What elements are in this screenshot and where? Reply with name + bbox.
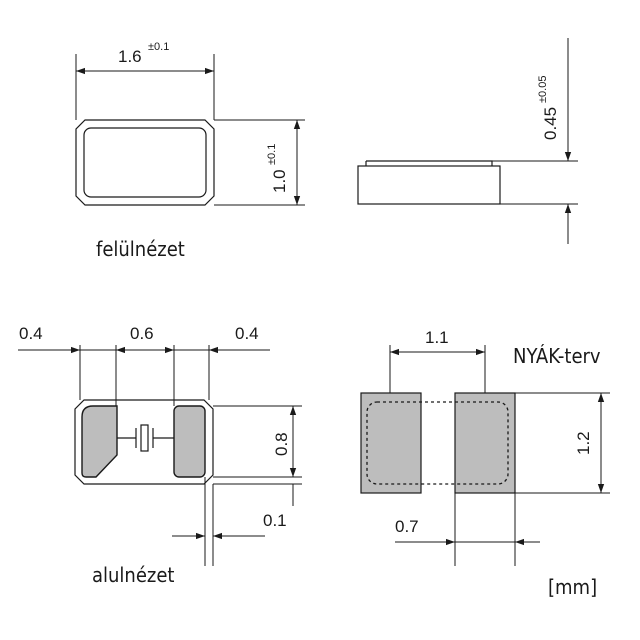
- bottom-view: 0.4 0.6 0.4 0.8 0.1 alulnézet: [18, 324, 302, 587]
- top-view: 1.6 ±0.1 1.0 ±0.1 felülnézet: [75, 41, 305, 261]
- units-label: [mm]: [548, 575, 597, 599]
- side-view-lid: [366, 160, 493, 166]
- top-view-label: felülnézet: [96, 237, 185, 261]
- side-thickness-value: 0.45: [541, 107, 560, 140]
- bottom-view-label: alulnézet: [92, 563, 174, 587]
- top-view-body-outline: [75, 119, 215, 206]
- pcb-height-value: 1.2: [574, 431, 593, 455]
- top-width-tolerance: ±0.1: [148, 41, 169, 53]
- bottom-right-pad: [173, 405, 206, 478]
- pcb-view-label: NYÁK-terv: [513, 344, 601, 368]
- side-view-body: [357, 165, 501, 205]
- side-thickness-tolerance: ±0.05: [537, 76, 549, 103]
- side-view: 0.45 ±0.05: [357, 38, 578, 244]
- bottom-right-margin-value: 0.4: [235, 324, 259, 343]
- bottom-left-pad: [81, 405, 118, 478]
- top-height-value: 1.0: [270, 169, 289, 193]
- bottom-gap-value: 0.6: [130, 324, 154, 343]
- bottom-view-body-outline: [74, 399, 214, 485]
- bottom-edge-offset-value: 0.1: [263, 511, 287, 530]
- pcb-spacing-value: 1.1: [425, 328, 449, 347]
- crystal-symbol-icon: [117, 424, 174, 452]
- bottom-left-margin-value: 0.4: [19, 324, 43, 343]
- pcb-footprint-view: 1.1 NYÁK-terv 1.2 0.7: [360, 328, 610, 566]
- bottom-pad-height-value: 0.8: [272, 432, 291, 456]
- pcb-component-outline: [366, 401, 509, 485]
- top-height-tolerance: ±0.1: [266, 144, 278, 165]
- top-width-value: 1.6: [118, 47, 142, 66]
- pcb-pad-width-value: 0.7: [395, 517, 419, 536]
- top-view-inner-outline: [83, 127, 207, 198]
- pcb-right-pad: [454, 392, 516, 494]
- pcb-left-pad: [360, 392, 422, 494]
